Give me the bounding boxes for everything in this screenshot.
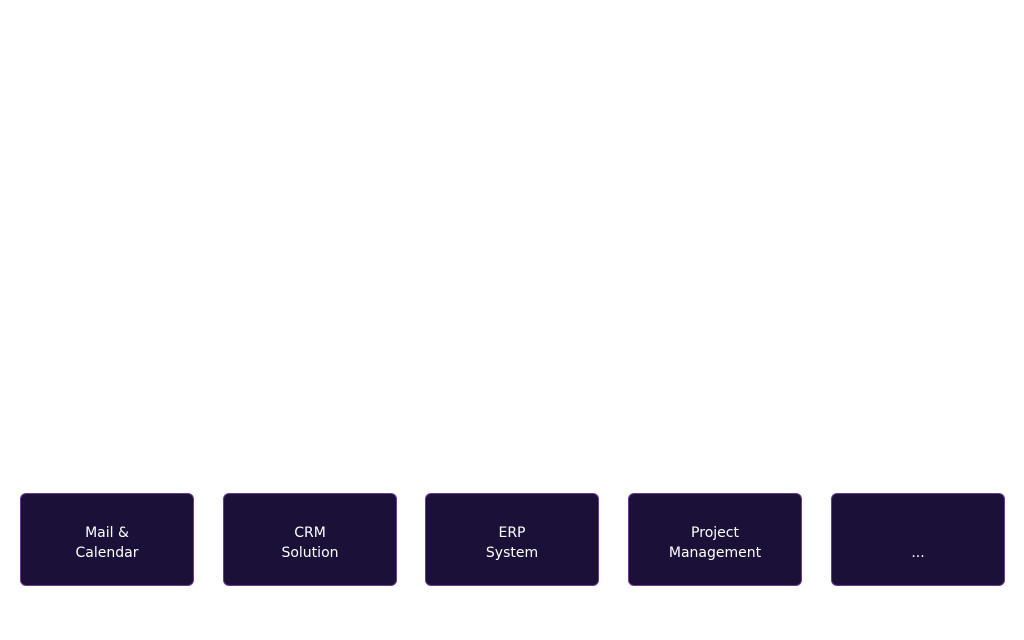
card-label-line1: Project <box>691 524 739 541</box>
card-label-line2: Solution <box>281 544 339 561</box>
card-label-line1: CRM <box>294 524 326 541</box>
card-project-management[interactable]: Project Management <box>628 493 802 586</box>
card-label-line2: System <box>485 544 539 561</box>
card-erp-system[interactable]: ERP System <box>425 493 599 586</box>
card-more[interactable]: ... <box>831 493 1005 586</box>
card-label-line2: ... <box>911 544 925 561</box>
card-mail-calendar[interactable]: Mail & Calendar <box>20 493 194 586</box>
card-label-line1: Mail & <box>85 524 129 541</box>
card-crm-solution[interactable]: CRM Solution <box>223 493 397 586</box>
card-label-line2: Calendar <box>75 544 139 561</box>
card-label-line2: Management <box>668 544 762 561</box>
card-label-line1: ERP <box>498 524 526 541</box>
